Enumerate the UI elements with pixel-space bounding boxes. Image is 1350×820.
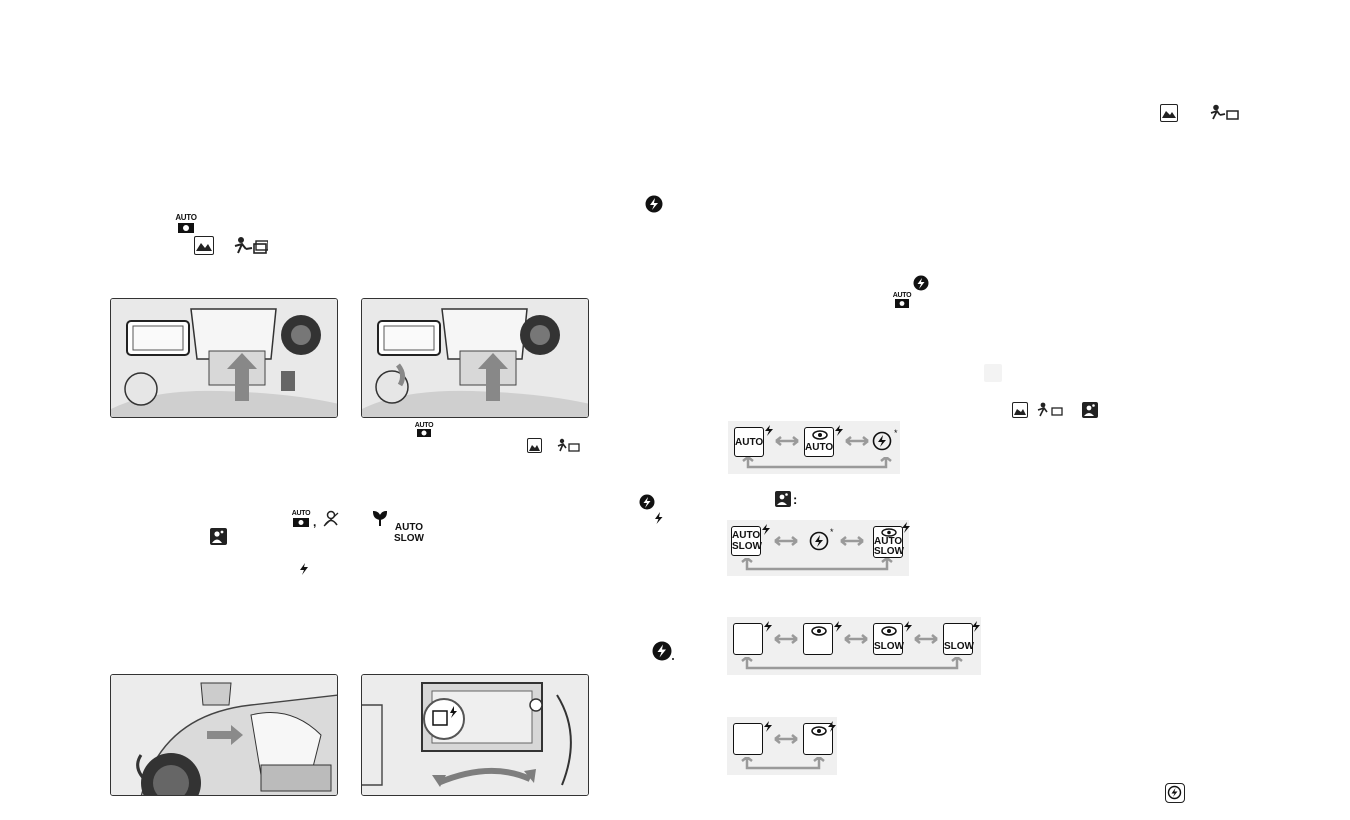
- auto-slow-label: AUTO SLOW: [394, 522, 424, 544]
- portrait-mode-icon: [322, 510, 340, 528]
- flash-icon-small: [298, 562, 310, 576]
- fill-flash-mode-box-2: [733, 723, 763, 755]
- night-portrait-heading-icon: [775, 491, 791, 507]
- red-eye-mode-box-2: [803, 723, 833, 755]
- flash-off-circle-icon-2: [913, 275, 929, 291]
- camera-lcd-flash-photo: [361, 674, 589, 796]
- sports-mode-icon-top: [1208, 104, 1240, 122]
- red-eye-auto-mode-box: AUTO: [804, 427, 834, 457]
- heading-colon: :: [793, 492, 798, 507]
- flash-mode-diagram-auto: AUTO AUTO *: [728, 421, 900, 474]
- auto-mode-icon-small: AUTO: [414, 422, 434, 438]
- flash-mode-diagram-landscape: [727, 717, 837, 775]
- flash-off-mode-icon: [872, 431, 892, 451]
- auto-mode-icon: AUTO: [175, 214, 197, 234]
- camera-top-photo-1: [110, 298, 338, 418]
- flash-off-circle-icon-4: [652, 641, 674, 663]
- red-eye-mode-box: [803, 623, 833, 655]
- flash-auto-slow-mode-box: AUTO SLOW: [731, 526, 762, 556]
- fill-flash-mode-box: [733, 623, 763, 655]
- sports-mode-icon-right: [1036, 402, 1064, 418]
- landscape-mode-icon-right: [1012, 402, 1028, 418]
- camera-flash-button-photo: [110, 674, 338, 796]
- sports-mode-icon-small: [556, 438, 580, 453]
- asterisk-note: *: [894, 428, 898, 438]
- night-portrait-mode-icon-right: [1082, 402, 1098, 418]
- slow-sync-mode-box: SLOW: [943, 623, 974, 655]
- camera-top-photo-2: [361, 298, 589, 418]
- flash-mode-diagram-night-portrait: AUTO SLOW * AUTO SLOW: [727, 520, 910, 576]
- flash-off-outline-icon: [1165, 783, 1185, 803]
- flash-off-mode-icon-2: [809, 531, 829, 551]
- flash-off-circle-icon-1: [645, 195, 663, 213]
- flash-off-circle-icon-3: [639, 494, 655, 510]
- red-eye-auto-slow-mode-box: AUTO SLOW: [873, 526, 904, 558]
- landscape-mode-icon-top: [1160, 104, 1178, 122]
- landscape-mode-icon: [194, 236, 214, 255]
- asterisk-note-2: *: [830, 527, 834, 537]
- faint-marker: [984, 364, 1002, 382]
- red-eye-slow-mode-box: SLOW: [873, 623, 904, 655]
- flash-auto-mode-box: AUTO: [734, 427, 764, 457]
- comma-separator: ,: [313, 515, 317, 529]
- auto-mode-icon-right: AUTO: [892, 292, 912, 309]
- sports-mode-icon: [232, 236, 269, 256]
- night-portrait-mode-icon: [210, 528, 227, 545]
- auto-mode-icon-row3: AUTO: [290, 510, 312, 528]
- macro-mode-icon: [371, 510, 389, 528]
- flash-icon-small-right: [653, 512, 664, 525]
- landscape-mode-icon-small: [527, 438, 542, 453]
- flash-mode-diagram-creative: SLOW SLOW: [727, 617, 981, 675]
